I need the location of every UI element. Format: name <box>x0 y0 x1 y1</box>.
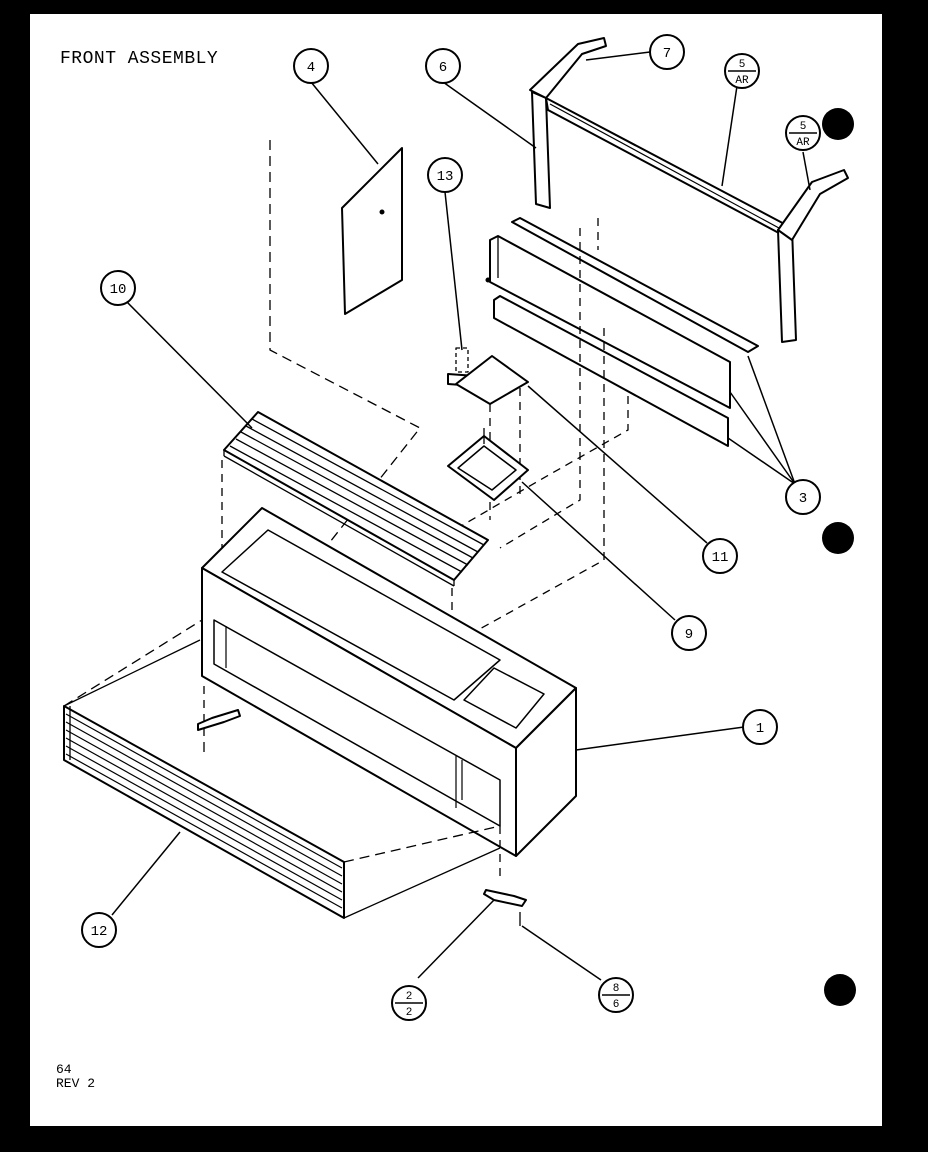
callout-label: 6 <box>613 999 620 1011</box>
revision-label: REV 2 <box>56 1076 95 1091</box>
part-main-cabinet <box>201 507 577 857</box>
callout-label: 9 <box>685 627 693 643</box>
callout-1: 1 <box>742 709 778 745</box>
callout-2-2: 2 2 <box>391 985 427 1021</box>
binding-hole-middle <box>822 522 854 554</box>
callout-label: 13 <box>437 169 454 185</box>
callout-label: 6 <box>439 60 447 76</box>
callout-label: 10 <box>110 282 127 298</box>
part-front-panels <box>485 217 759 447</box>
callout-13: 13 <box>427 157 463 193</box>
callout-9: 9 <box>671 615 707 651</box>
part-clip-right <box>483 889 527 926</box>
callout-label: 2 <box>406 991 413 1003</box>
callout-12: 12 <box>81 912 117 948</box>
callout-5-ar-top: 5 AR <box>724 53 760 89</box>
callout-6: 6 <box>425 48 461 84</box>
callout-8-6: 8 6 <box>598 977 634 1013</box>
callout-10: 10 <box>100 270 136 306</box>
callout-label: 7 <box>663 46 671 62</box>
binding-hole-bottom <box>824 974 856 1006</box>
part-front-grille <box>63 705 345 919</box>
page-title: FRONT ASSEMBLY <box>60 49 218 69</box>
part-top-plate <box>455 355 529 520</box>
callout-5-ar-right: 5 AR <box>785 115 821 151</box>
part-clip-left <box>197 709 241 752</box>
callout-7: 7 <box>649 34 685 70</box>
page-number: 64 <box>56 1062 72 1077</box>
callout-label: 2 <box>406 1007 413 1019</box>
part-filter-frame <box>447 428 529 501</box>
callout-label: 11 <box>712 550 729 566</box>
callout-label: AR <box>735 75 749 87</box>
callout-label: 5 <box>739 59 746 71</box>
callout-label: 8 <box>613 983 620 995</box>
callout-label: 3 <box>799 491 807 507</box>
part-top-grille <box>223 411 489 587</box>
callout-3: 3 <box>785 479 821 515</box>
guide-line-panels <box>499 228 581 549</box>
callout-label: 12 <box>91 924 108 940</box>
part-side-panel <box>341 147 403 315</box>
callout-label: AR <box>796 137 810 149</box>
callout-label: 5 <box>800 121 807 133</box>
callout-11: 11 <box>702 538 738 574</box>
part-top-frame <box>529 37 849 343</box>
binding-hole-top <box>822 108 854 140</box>
guide-line-panel <box>269 140 421 581</box>
callout-4: 4 <box>293 48 329 84</box>
callout-label: 4 <box>307 60 315 76</box>
callout-label: 1 <box>756 721 764 737</box>
